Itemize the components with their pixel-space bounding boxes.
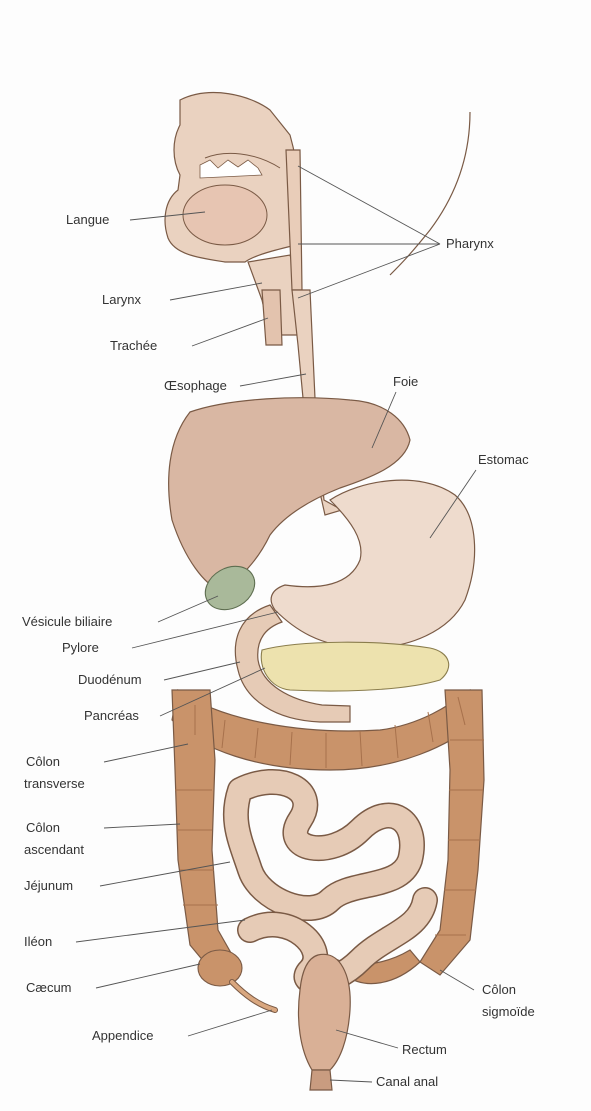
label-rectum: Rectum [402, 1042, 447, 1057]
label-foie: Foie [393, 374, 418, 389]
label-langue: Langue [66, 212, 109, 227]
label-pharynx: Pharynx [446, 236, 494, 251]
rectum [299, 954, 351, 1070]
label-pancreas: Pancréas [84, 708, 139, 723]
label-larynx: Larynx [102, 292, 142, 307]
label-colon-sigmoide-line2: sigmoïde [482, 1004, 535, 1019]
label-pylore: Pylore [62, 640, 99, 655]
trachea [262, 290, 282, 345]
label-colon-transverse-line1: Côlon [26, 754, 60, 769]
label-colon-ascendant-line2: ascendant [24, 842, 84, 857]
small-intestine [236, 782, 425, 982]
label-trachee: Trachée [110, 338, 157, 353]
caecum [198, 950, 242, 986]
pancreas [261, 642, 448, 691]
label-duodenum: Duodénum [78, 672, 142, 687]
label-appendice: Appendice [92, 1028, 153, 1043]
label-colon-transverse-line2: transverse [24, 776, 85, 791]
label-canal-anal: Canal anal [376, 1074, 438, 1089]
label-colon-sigmoide-line1: Côlon [482, 982, 516, 997]
head-profile [165, 93, 470, 335]
label-oesophage: Œsophage [164, 378, 227, 393]
label-estomac: Estomac [478, 452, 529, 467]
label-colon-ascendant-line1: Côlon [26, 820, 60, 835]
anal-canal [310, 1070, 332, 1090]
label-vesicule-biliaire: Vésicule biliaire [22, 614, 112, 629]
label-ileon: Iléon [24, 934, 52, 949]
tongue [183, 185, 267, 245]
appendix-fill [232, 982, 275, 1010]
label-caecum: Cæcum [26, 980, 72, 995]
label-jejunum: Jéjunum [24, 878, 73, 893]
